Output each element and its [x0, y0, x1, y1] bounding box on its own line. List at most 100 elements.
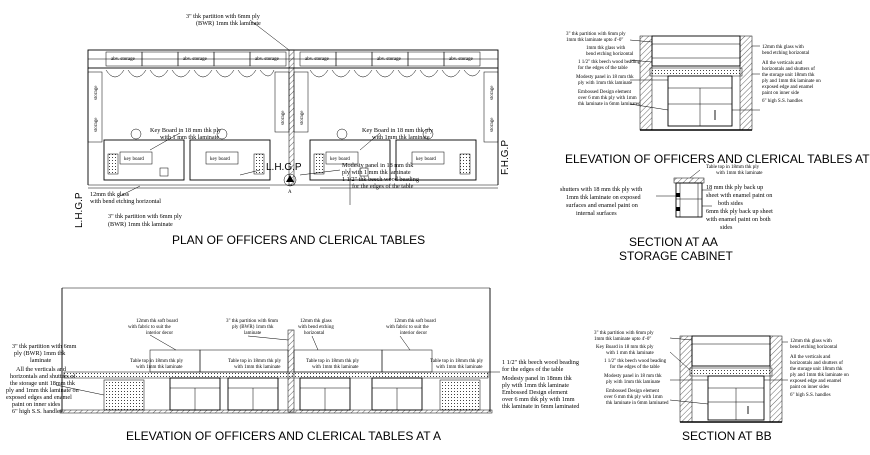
note-line: horizontals and shutters of — [790, 361, 843, 366]
note-line: 3" thk partition with 6mm ply — [566, 32, 626, 37]
note-line: horizontals and shutters of — [10, 373, 76, 380]
elev-a-right-notes: 1 1/2" thk beech wood beading for the ed… — [502, 359, 580, 410]
plan-storage-right — [483, 71, 499, 143]
note-line: 1 1/2" thk beech wood beading — [578, 60, 641, 65]
note-line: Embossed Design element — [578, 90, 632, 95]
note-line: horizontal — [304, 331, 325, 336]
note-line: bend etching horizontal — [586, 52, 634, 57]
note-line: for the edges of the table — [578, 66, 628, 71]
note-line: All the verticals and — [16, 366, 67, 373]
section-aa-drawing: Table top in 18mm thk ply with 1mm thk l… — [560, 165, 773, 263]
key-board-label: key board — [210, 157, 230, 162]
note-line: Table top in 18mm thk ply — [306, 359, 360, 364]
note-line: 3" thk partition with 6mm — [12, 343, 77, 350]
note-line: 3" thk partition with 6mm ply — [594, 331, 654, 336]
note-keyboard-right-2: with 1mm thk laminate — [372, 134, 430, 141]
note-keyboard-left-2: with 1 mm thk laminate — [160, 134, 219, 141]
note-line: Embossed Design element — [502, 389, 568, 396]
note-line: sheet with enamel paint on — [706, 192, 772, 199]
note-glass-2: with bend etching horizontal — [90, 198, 161, 205]
abv-storage-label: abv. storage — [183, 57, 208, 62]
note-line: ply with 1mm thk laminate — [502, 382, 569, 389]
elevation-a-drawing: 3" thk partition with 6mm ply (BWR) 1mm … — [6, 287, 580, 443]
note-line: thk laminate in 6mm laminated — [578, 102, 641, 107]
note-line: the storage unit 18mm thk — [762, 73, 815, 78]
note-line: 1mm thk laminate on exposed — [566, 194, 641, 201]
note-line: exposed edge and enamel — [790, 379, 842, 384]
note-line: ply and 1mm thk laminate on — [6, 387, 79, 394]
note-keyboard-left-1: Key Board in 18 mm thk ply — [150, 127, 222, 134]
note-modesty-3: 1 1/2" thk beech wood beading — [342, 176, 419, 183]
storage-label: storage — [300, 110, 305, 125]
note-line: with 1mm thk laminate — [136, 365, 183, 370]
note-line: with enamel paint on both — [706, 216, 772, 223]
note-line: Modesty panel in 18 mm thk — [604, 374, 662, 379]
note-line: interior decor — [146, 331, 173, 336]
note-line: with bend etching — [298, 325, 334, 330]
note-line: with 1mm thk laminate — [312, 365, 359, 370]
abv-storage-label: abv. storage — [305, 57, 330, 62]
note-line: 1mm thk laminate upto 4'-0" — [566, 38, 623, 43]
note-partition-top-2: (BWR) 1mm thk laminate — [196, 20, 261, 27]
note-line: Table top in 18mm thk ply — [430, 359, 484, 364]
note-line: 6" high S.S. handles — [790, 393, 831, 398]
note-line: laminate — [30, 357, 52, 364]
note-line: bend etching horizontal — [762, 51, 810, 56]
elev-b-left-notes: 3" thk partition with 6mm ply 1mm thk la… — [566, 32, 641, 107]
elev-a-table-top — [63, 371, 489, 379]
plan-chairs — [130, 128, 434, 177]
section-bb-drawing: 3" thk partition with 6mm ply 1mm thk la… — [594, 331, 849, 443]
note-line: bend etching horizontal — [790, 345, 838, 350]
storage-label: storage — [94, 117, 99, 132]
lhgp-center: L.H.G.P — [266, 162, 302, 173]
elevation-b-drawing: 3" thk partition with 6mm ply 1mm thk la… — [565, 32, 870, 166]
note-line: Table top in 18mm thk ply — [130, 359, 184, 364]
section-bb-left-notes: 3" thk partition with 6mm ply 1mm thk la… — [594, 331, 669, 406]
fhgp-right: F.H.G.P — [500, 140, 511, 175]
note-line: sides — [720, 224, 733, 231]
note-line: 6" high S.S. handles — [762, 99, 803, 104]
storage-label: storage — [490, 85, 495, 100]
section-aa-subtitle: STORAGE CABINET — [619, 249, 733, 263]
note-line: both sides — [718, 200, 744, 207]
note-line: interior decor — [400, 331, 427, 336]
note-line: Modesty panel in 18mm thk — [502, 375, 573, 382]
plan-storage-left — [87, 71, 103, 143]
note-line: with 1mm thk laminate — [234, 365, 281, 370]
note-line: Embossed Design element — [606, 389, 660, 394]
note-line: 12mm thk soft board — [394, 319, 436, 324]
key-board-label: key board — [416, 157, 436, 162]
note-line: thk laminate in 6mm laminated — [606, 401, 669, 406]
note-line: over 6 mm thk ply with 1mm — [604, 395, 663, 400]
section-bb-right-notes: 12mm thk glass with bend etching horizon… — [790, 339, 849, 398]
plan-drawing: abv. storage abv. storage abv. storage a… — [74, 13, 511, 247]
key-board-label: key board — [124, 157, 144, 162]
abv-storage-label: abv. storage — [255, 57, 280, 62]
abv-storage-label: abv. storage — [377, 57, 402, 62]
key-board-label: key board — [330, 157, 350, 162]
note-line: Key Board in 18 mm thk ply — [596, 345, 654, 350]
note-line: for the edges of the table — [502, 366, 564, 373]
note-line: shutters with 18 mm thk ply with — [560, 186, 643, 193]
note-line: Modesty panel in 18 mm thk — [576, 75, 634, 80]
section-aa-title: SECTION AT AA — [629, 235, 718, 249]
note-line: 12mm thk glass — [300, 319, 332, 324]
note-line: All the verticals and — [762, 61, 803, 66]
note-line: Table top in 18mm thk ply — [706, 165, 760, 170]
note-line: ply and 1mm thk laminate on — [762, 79, 821, 84]
note-line: with 1mm thk laminate — [436, 365, 483, 370]
note-line: Table top in 18mm thk ply — [228, 359, 282, 364]
note-line: internal surfaces — [576, 210, 617, 217]
note-line: the storage unit 18mm thk — [790, 367, 843, 372]
section-marker-a: A — [283, 173, 297, 195]
note-modesty-2: ply with 1 mm thk laminate — [342, 169, 411, 176]
note-partition-bottom-1: 3" thk partition with 6mm ply — [108, 213, 183, 220]
plan-door-swings — [105, 69, 481, 78]
elev-a-left-notes: 3" thk partition with 6mm ply (BWR) 1mm … — [6, 343, 79, 415]
plan-abv-storage-row — [105, 51, 481, 67]
storage-label: storage — [281, 110, 286, 125]
plan-leaders — [119, 19, 381, 205]
note-line: 1 1/2" thk beech wood beading — [502, 359, 579, 366]
abv-storage-label: abv. storage — [111, 57, 136, 62]
